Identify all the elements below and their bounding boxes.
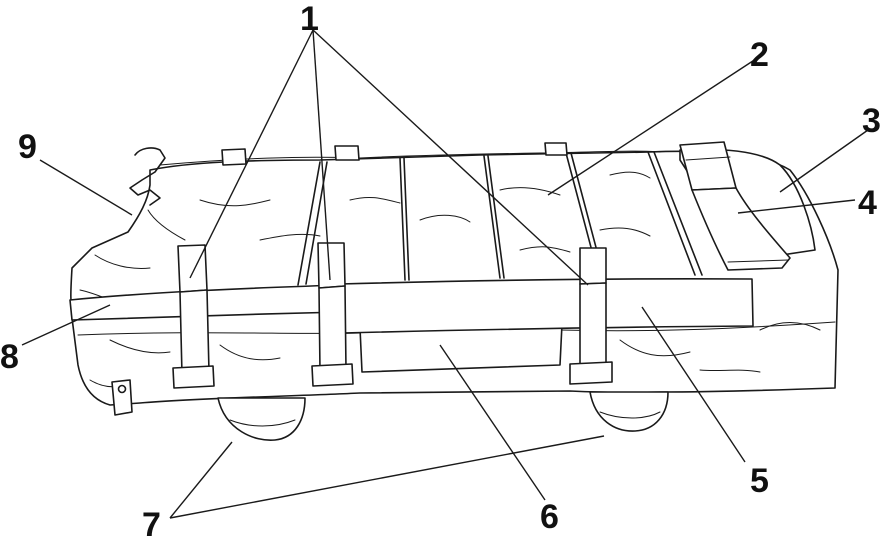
folded-flap (679, 141, 791, 271)
label-2: 2 (750, 36, 769, 74)
label-6: 6 (540, 498, 559, 536)
transverse-band (339, 278, 754, 334)
divider-lines (297, 151, 703, 286)
top-tabs (221, 142, 568, 166)
leader-lines (21, 29, 869, 519)
label-4: 4 (858, 184, 877, 222)
side-loop (111, 379, 133, 416)
label-7: 7 (142, 506, 161, 539)
label-1: 1 (300, 0, 319, 38)
label-9: 9 (18, 128, 37, 166)
retaining-straps (172, 242, 613, 389)
label-3: 3 (862, 102, 881, 140)
label-5: 5 (750, 462, 769, 500)
caster-left (217, 397, 306, 441)
label-8: 8 (0, 338, 19, 376)
caster-right (589, 391, 669, 432)
